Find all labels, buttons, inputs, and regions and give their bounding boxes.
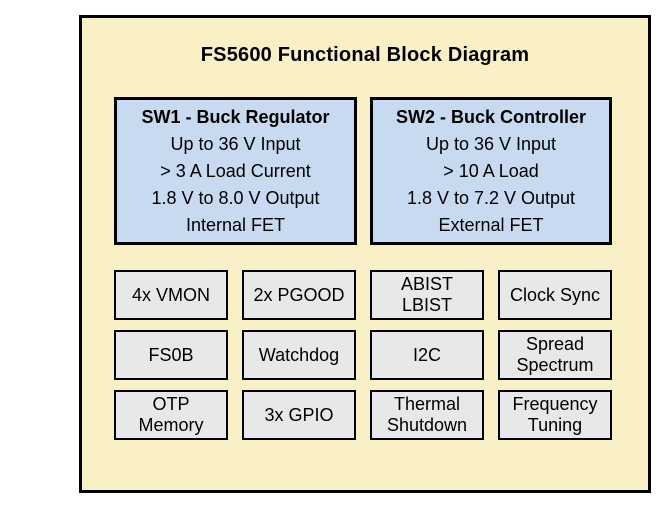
- feature-fs0b: FS0B: [114, 330, 228, 380]
- sw2-line-3: 1.8 V to 7.2 V Output: [406, 187, 576, 208]
- sw1-line-3: 1.8 V to 8.0 V Output: [151, 187, 320, 208]
- feature-4x-vmon: 4x VMON: [114, 270, 228, 320]
- feature-2x-pgood: 2x PGOOD: [242, 270, 356, 320]
- block-sw2-buck-controller: SW2 - Buck Controller Up to 36 V Input >…: [370, 97, 612, 245]
- feature-grid: 4x VMON 2x PGOOD ABIST LBIST Clock Sync …: [114, 270, 612, 440]
- feature-spread-spectrum: Spread Spectrum: [498, 330, 612, 380]
- feature-thermal-shutdown: Thermal Shutdown: [370, 390, 484, 440]
- sw1-line-2: > 3 A Load Current: [160, 160, 311, 181]
- sw1-title: SW1 - Buck Regulator: [141, 106, 330, 127]
- sw2-line-2: > 10 A Load: [443, 160, 539, 181]
- feature-abist-lbist: ABIST LBIST: [370, 270, 484, 320]
- sw1-line-4: Internal FET: [185, 214, 286, 235]
- sw2-line-4: External FET: [438, 214, 544, 235]
- block-sw1-buck-regulator: SW1 - Buck Regulator Up to 36 V Input > …: [114, 97, 357, 245]
- diagram-panel: FS5600 Functional Block Diagram SW1 - Bu…: [79, 15, 651, 493]
- feature-clock-sync: Clock Sync: [498, 270, 612, 320]
- feature-otp-memory: OTP Memory: [114, 390, 228, 440]
- sw2-title: SW2 - Buck Controller: [395, 106, 587, 127]
- sw2-line-1: Up to 36 V Input: [425, 133, 557, 154]
- sw1-line-1: Up to 36 V Input: [170, 133, 301, 154]
- diagram-title: FS5600 Functional Block Diagram: [200, 44, 530, 66]
- feature-i2c: I2C: [370, 330, 484, 380]
- feature-watchdog: Watchdog: [242, 330, 356, 380]
- feature-3x-gpio: 3x GPIO: [242, 390, 356, 440]
- feature-frequency-tuning: Frequency Tuning: [498, 390, 612, 440]
